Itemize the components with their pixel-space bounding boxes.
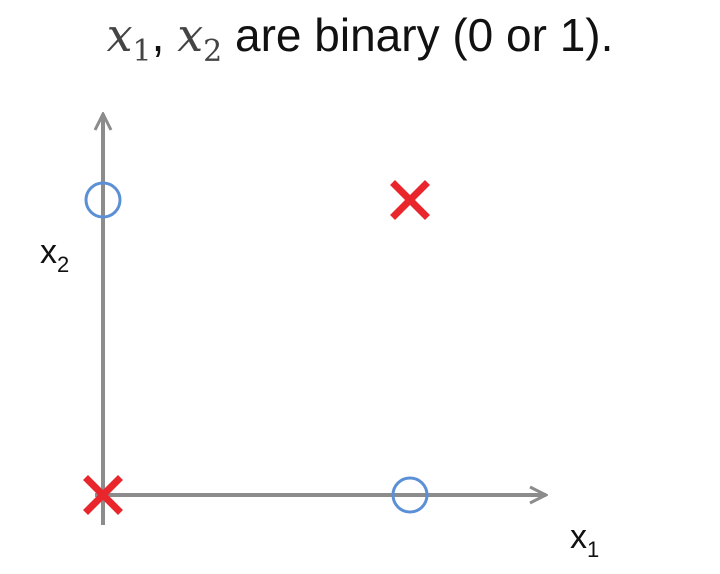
title-text: are binary (0 or 1). xyxy=(222,9,614,61)
y-axis-label: x2 xyxy=(40,233,69,277)
circle-marker xyxy=(84,181,122,219)
circle-marker xyxy=(391,476,429,514)
title-var-x2: x2 xyxy=(177,8,223,70)
data-points xyxy=(83,180,430,515)
x-axis-label: x1 xyxy=(570,518,599,562)
title-var-x1: x1 xyxy=(106,8,152,70)
cross-marker xyxy=(390,180,430,220)
chart-title: x1, x2 are binary (0 or 1). xyxy=(0,8,720,69)
cross-marker xyxy=(83,475,123,515)
title-separator: , xyxy=(151,9,178,61)
